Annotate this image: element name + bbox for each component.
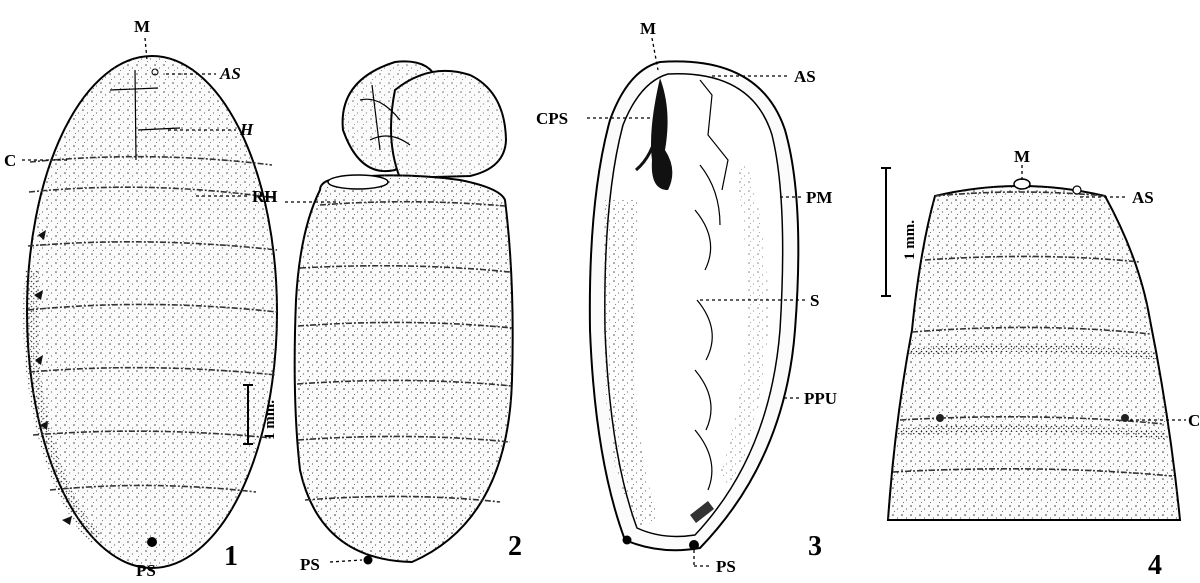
fig3-number: 3 <box>808 531 822 562</box>
fig4-label-as: AS <box>1132 188 1154 207</box>
fig3-label-pm: PM <box>806 188 832 207</box>
fig1-label-as: AS <box>219 64 241 83</box>
fig1-number: 1 <box>224 541 238 572</box>
fig1-label-rh: RH <box>252 187 278 206</box>
fig3-label-ps: PS <box>716 557 736 576</box>
fig1-label-h: H <box>239 120 254 139</box>
fig4-label-m: M <box>1014 147 1030 166</box>
figure-3-sectioned-puparium: M AS CPS PM S PPU PS 3 <box>536 19 837 576</box>
fig4-scale-label: 1 mm. <box>902 220 918 260</box>
fig1-label-c: C <box>4 151 16 170</box>
fig1-scale-label: 1 mm. <box>262 400 278 440</box>
fig1-label-m: M <box>134 17 150 36</box>
fig3-label-s: S <box>810 291 819 310</box>
fig3-label-m: M <box>640 19 656 38</box>
fig4-number: 4 <box>1148 550 1162 581</box>
figure-1-puparium: M AS H C RH PS 1 mm. 1 <box>4 17 278 580</box>
fig2-number: 2 <box>508 531 522 562</box>
fig3-label-cps: CPS <box>536 109 568 128</box>
figure-4-anterior-end: M AS C 1 mm. 4 <box>881 147 1200 581</box>
fig3-label-as: AS <box>794 67 816 86</box>
fig3-label-ppu: PPU <box>804 389 837 408</box>
fig4-label-c: C <box>1188 411 1200 430</box>
figure-2-opened-puparium: PS 2 <box>285 61 522 574</box>
fig1-label-ps: PS <box>136 561 156 580</box>
fig2-label-ps: PS <box>300 555 320 574</box>
